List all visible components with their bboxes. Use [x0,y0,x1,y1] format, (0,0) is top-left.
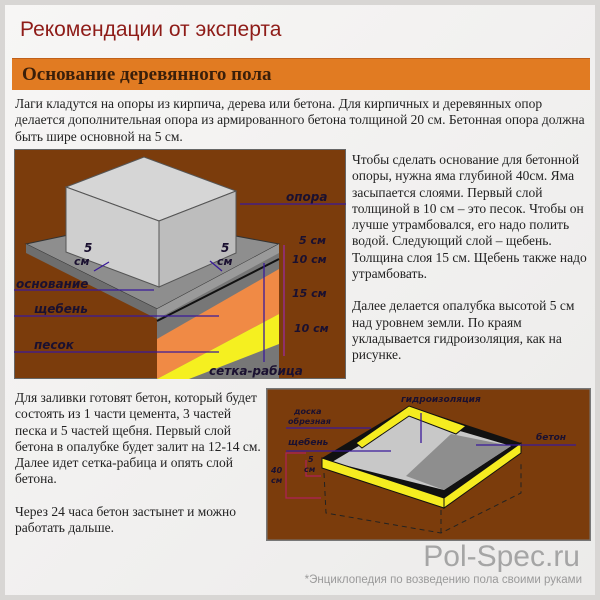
dim-40: 40 [270,466,283,475]
label-pesok: песок [34,338,75,352]
layer-sand [157,314,279,379]
page-title: Рекомендации от эксперта [20,18,282,41]
label-setka: сетка-рабица [209,364,303,378]
dim-15cm: 15 см [292,287,327,300]
dim-5: 5 [308,455,314,464]
dim-10cm-bottom: 10 см [294,322,329,335]
right-text-p1: Чтобы сделать основание для бетонной опо… [352,152,587,282]
right-text-p2: Далее делается опалубка высотой 5 см над… [352,298,575,363]
dim-5-right: 5 [221,241,229,255]
intro-text: Лаги кладутся на опоры из кирпича, дерев… [15,96,585,144]
right-text: Чтобы сделать основание для бетонной опо… [352,152,592,364]
label-shcheben: щебень [288,437,329,448]
dim-10cm-top: 10 см [292,253,327,266]
dim-cm-left: см [74,255,90,268]
left-text-p1: Для заливки готовят бетон, который будет… [15,390,261,487]
formwork-diagram: доска обрезная гидроизоляция щебень бето… [266,388,591,541]
footer-note: *Энциклопедия по возведению пола своими … [304,574,582,586]
label-beton: бетон [536,432,566,443]
label-obreznaya: обрезная [288,416,331,426]
section-title: Основание деревянного пола [22,64,272,85]
label-doska: доска [293,407,322,416]
dim-40-cm: см [271,476,283,485]
label-osnovanie: основание [16,277,88,291]
label-gidroizolyaciya: гидроизоляция [401,395,481,405]
foundation-diagram: опора основание щебень песок сетка-рабиц… [14,149,346,379]
dim-cm-right: см [217,255,233,268]
section-header: Основание деревянного пола [12,58,590,90]
dim-5-left: 5 [84,241,92,255]
left-text-p2: Через 24 часа бетон застынет и можно раб… [15,503,236,536]
site-logo: Pol-Spec.ru [423,540,580,573]
concrete-support [158,190,237,288]
dim-cm: см [304,465,316,474]
label-shcheben: щебень [34,302,88,316]
left-text: Для заливки готовят бетон, который будет… [15,390,265,536]
label-opora: опора [286,190,327,204]
dim-5cm: 5 см [299,234,326,247]
